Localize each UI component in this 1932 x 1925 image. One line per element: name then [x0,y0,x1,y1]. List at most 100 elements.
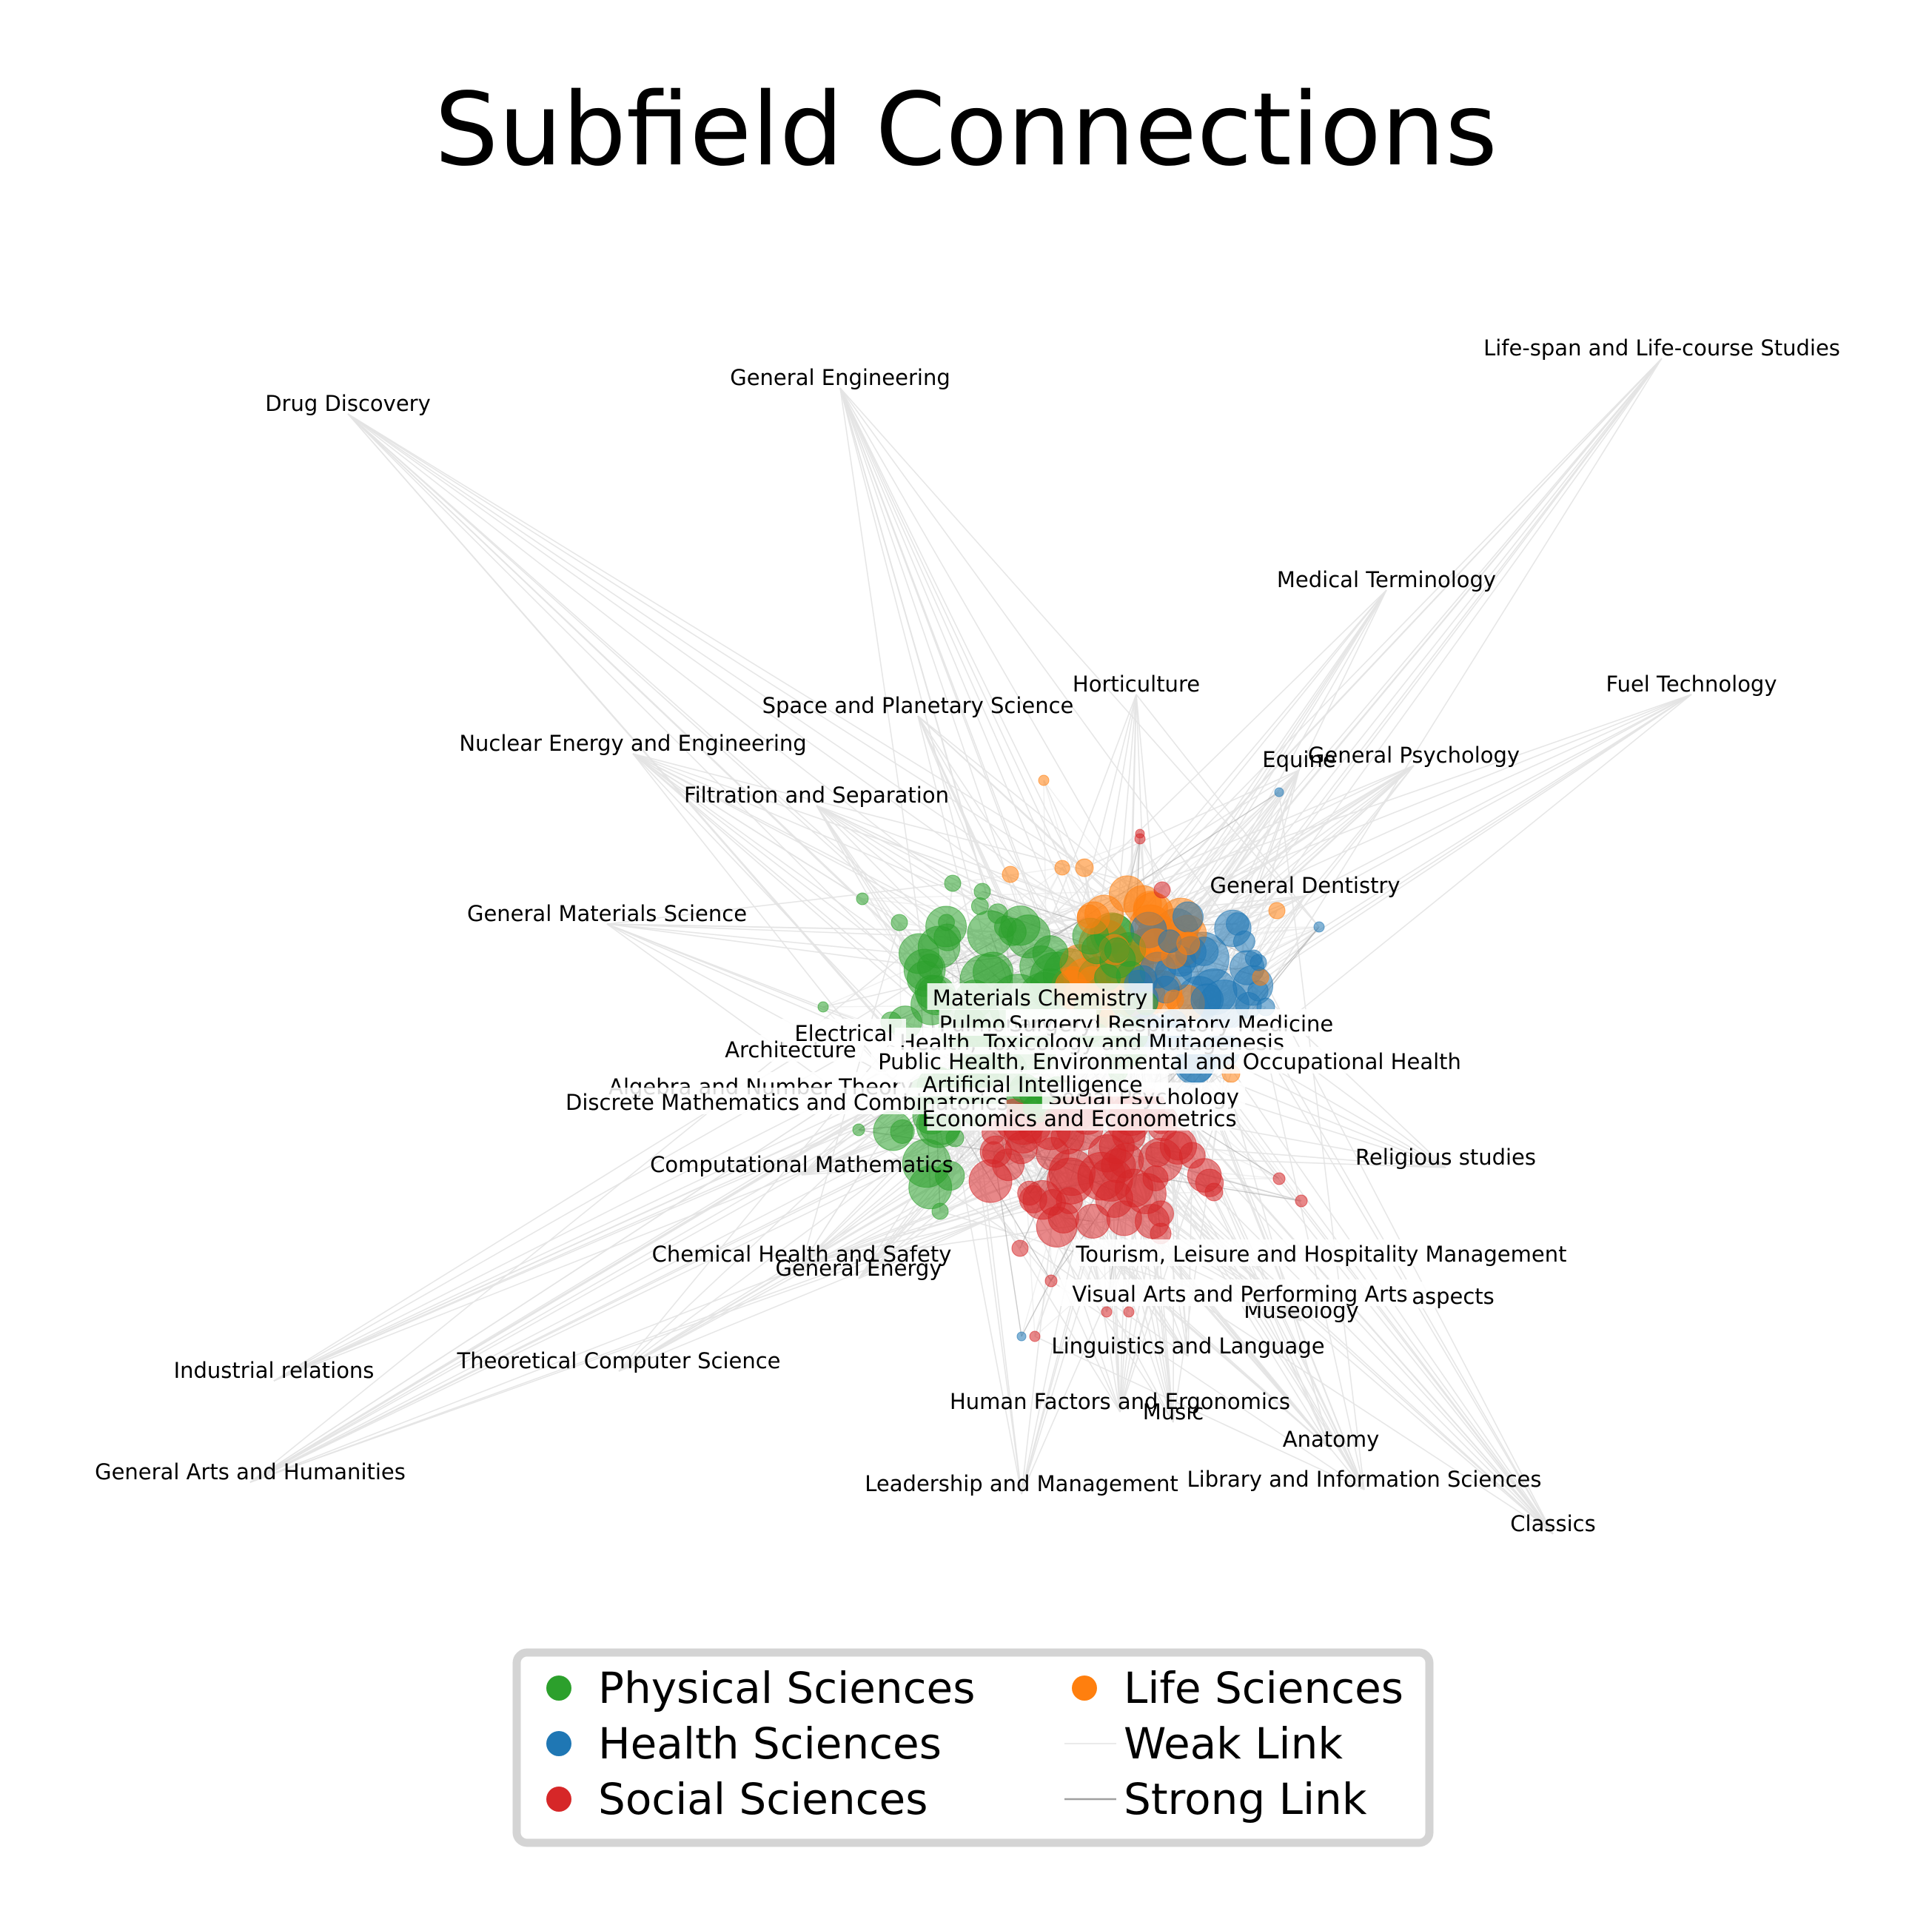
node-label-drug-discovery: Drug Discovery [265,391,431,416]
subfield-node-social-sciences [1153,881,1171,899]
subfield-node-health-sciences [1250,954,1267,971]
legend-marker [546,1675,571,1701]
node-label-electrical: Electrical [782,1019,906,1046]
node-label-space-and-planetary-science: Space and Planetary Science [762,693,1074,718]
subfield-node-social-sciences [1272,1172,1286,1185]
subfield-node-life-sciences [1268,902,1286,920]
node-label-text: Chemical Health and Safety [652,1242,952,1267]
subfield-node-social-sciences [1101,1148,1136,1184]
label-background [1407,1282,1499,1308]
node-label-text: Leadership and Management [865,1471,1178,1496]
legend-item-strong-link: Strong Link [1064,1774,1367,1824]
subfield-node-life-sciences [1054,860,1070,876]
node-label-classics: Classics [1510,1511,1595,1536]
legend-marker [546,1731,571,1756]
node-label-text: General Energy [775,1256,942,1281]
legend-label: Strong Link [1124,1774,1367,1824]
link-edge [347,413,1006,928]
subfield-node-physical-sciences [1032,935,1069,971]
node-label-text: Equine [1262,747,1335,772]
link-edge [1139,838,1163,891]
node-label-text: Nuclear Energy and Engineering [459,731,806,756]
subfield-node-social-sciences [1142,1165,1169,1192]
link-edge [1155,589,1387,945]
link-edge [1185,1002,1554,1535]
link-edge [839,387,1259,963]
link-edge [1155,1177,1554,1535]
node-label-text: Fuel Technology [1606,672,1777,697]
node-label-text: General Engineering [730,365,950,390]
subfield-node-physical-sciences [938,914,955,931]
link-edge [273,926,1006,1382]
link-edge [632,753,1158,937]
label-layer: Life-span and Life-course StudiesGeneral… [95,335,1840,1536]
node-label-text: Visual Arts and Performing Arts [1072,1282,1407,1307]
link-edge [273,1077,942,1382]
figure-title: Subfield Connections [435,72,1497,189]
link-edge [632,753,1163,891]
subfield-node-physical-sciences [890,1119,915,1144]
node-label-text: General Arts and Humanities [95,1459,406,1484]
subfield-node-physical-sciences [890,914,908,931]
subfield-node-physical-sciences [1104,937,1130,963]
node-label-filtration-and-separation: Filtration and Separation [684,783,949,808]
node-label-text: General Psychology [1308,743,1520,768]
subfield-node-life-sciences [1076,904,1101,928]
node-label-text: Space and Planetary Science [762,693,1074,718]
subfield-node-physical-sciences [852,1123,865,1136]
node-label-equine: Equine [1262,747,1335,772]
node-label-artificial-intelligence: Artificial Intelligence [897,1070,1168,1097]
node-label-economics-and-econometrics: Economics and Econometrics [922,1104,1237,1131]
subfield-node-social-sciences [1123,1306,1135,1318]
node-label-text: Drug Discovery [265,391,431,416]
subfield-node-physical-sciences [973,883,991,900]
node-label-text: Industrial relations [174,1358,375,1383]
subfield-node-life-sciences [1164,989,1184,1011]
node-label-text: Electrical [794,1021,893,1046]
node-label-tourism-leisure-and-hospitality-management: Tourism, Leisure and Hospitality Managem… [1073,1239,1569,1267]
legend-label: Physical Sciences [598,1663,975,1713]
subfield-node-physical-sciences [944,874,962,892]
node-label-general-materials-science: General Materials Science [467,901,747,926]
label-background [782,1019,906,1045]
legend-item-life-sciences: Life Sciences [1072,1663,1403,1713]
subfield-node-life-sciences [1176,931,1201,956]
link-edge [1247,1005,1554,1535]
subfield-node-physical-sciences [970,897,989,915]
legend-item-physical-sciences: Physical Sciences [546,1663,975,1713]
node-label-text: Computational Mathematics [650,1152,953,1177]
subfield-node-life-sciences [1252,968,1269,986]
subfield-node-physical-sciences [817,1001,829,1013]
node-label-chemical-health-and-safety: Chemical Health and Safety [652,1242,952,1267]
link-edge [1278,791,1365,1490]
node-label-medical-terminology: Medical Terminology [1277,567,1496,592]
legend-label: Weak Link [1124,1718,1343,1769]
node-label-nuclear-energy-and-engineering: Nuclear Energy and Engineering [459,731,806,756]
link-edge [347,413,1248,968]
subfield-node-health-sciences [1016,1331,1027,1342]
link-edge [839,387,1151,926]
link-edge [1161,791,1280,891]
node-label-general-dentistry: General Dentistry [1210,873,1400,898]
subfield-node-health-sciences [1232,930,1255,953]
node-label-linguistics-and-language: Linguistics and Language [1051,1333,1324,1359]
node-label-music: Music [1143,1399,1204,1424]
node-label-text: Filtration and Separation [684,783,949,808]
node-label-text: Medical Terminology [1277,567,1496,592]
legend-label: Life Sciences [1124,1663,1403,1713]
subfield-node-social-sciences [982,1141,1005,1165]
link-edge [1136,694,1320,928]
link-edge [347,413,1090,917]
legend-item-health-sciences: Health Sciences [546,1718,942,1769]
legend-frame [512,1648,1434,1847]
legend-label: Social Sciences [598,1774,928,1824]
node-label-text: Linguistics and Language [1051,1333,1324,1359]
subfield-node-social-sciences [1145,1141,1171,1168]
label-background [1073,1239,1569,1266]
subfield-node-life-sciences [1002,866,1019,883]
node-label-text: Music [1143,1399,1204,1424]
subfield-node-life-sciences [1133,891,1168,926]
link-edge [1070,358,1663,986]
subfield-node-social-sciences [1178,1142,1206,1169]
